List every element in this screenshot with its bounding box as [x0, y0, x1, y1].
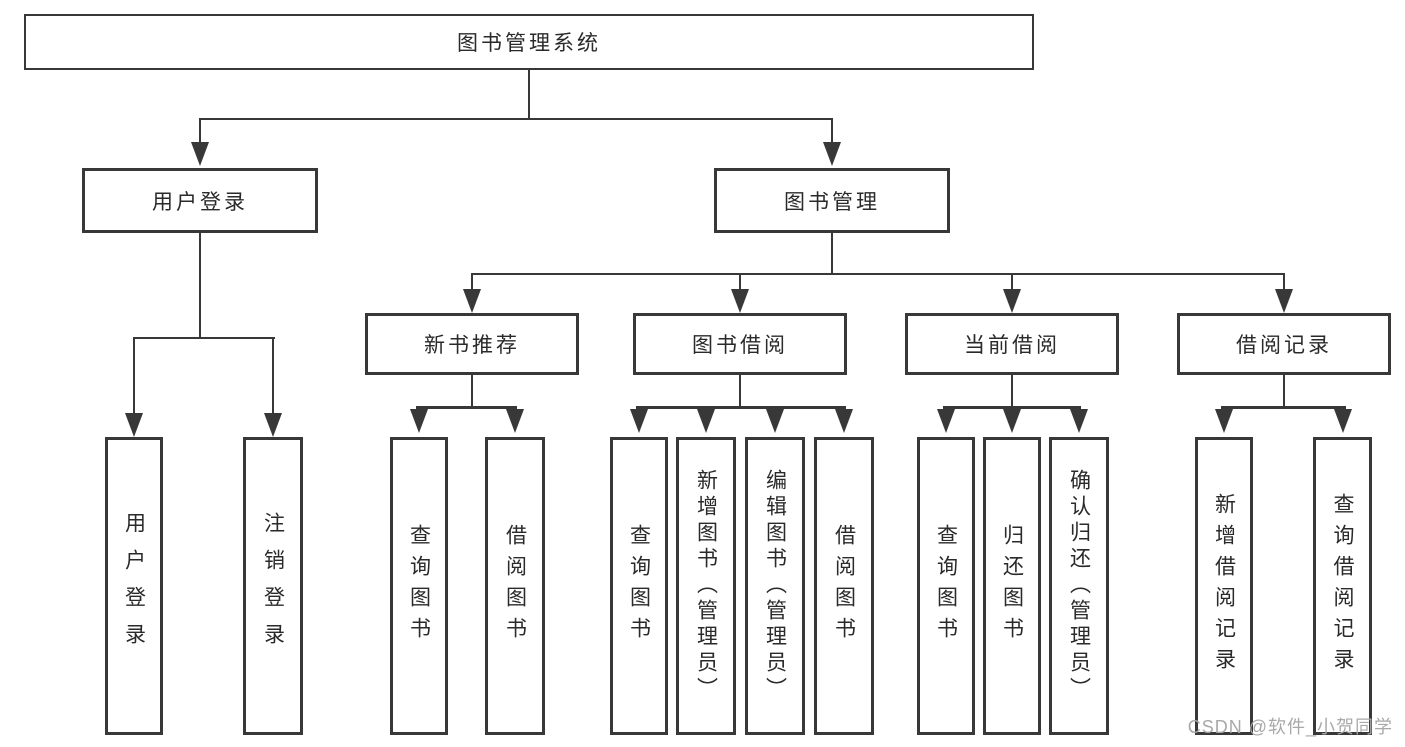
connector-records-stem [1283, 375, 1285, 407]
arrow-down-icon [630, 409, 648, 433]
arrow-down-icon [766, 409, 784, 433]
connector-login-bar [133, 337, 275, 339]
connector-stem-login-leaf [133, 337, 135, 413]
node-borrow-records: 借阅记录 [1177, 313, 1391, 375]
connector-root-stem [528, 70, 530, 118]
node-return-books: 归还图书 [983, 437, 1041, 735]
node-book-management: 图书管理 [714, 168, 950, 233]
node-new-book-recommend: 新书推荐 [365, 313, 579, 375]
arrow-down-icon [463, 289, 481, 313]
connector-bookborrow-stem [739, 375, 741, 407]
arrow-down-icon [1215, 409, 1233, 433]
node-confirm-return-admin: 确认归还（管理员） [1049, 437, 1109, 735]
arrow-down-icon [823, 142, 841, 166]
arrow-down-icon [1003, 409, 1021, 433]
connector-bookmgmt-stem [831, 233, 833, 273]
connector-stem-currentborrow [1011, 273, 1013, 289]
arrow-down-icon [506, 409, 524, 433]
node-borrow-books-leaf: 借阅图书 [814, 437, 874, 735]
node-current-borrow: 当前借阅 [905, 313, 1119, 375]
node-query-borrow-record: 查询借阅记录 [1313, 437, 1372, 735]
node-query-books-newbook: 查询图书 [390, 437, 448, 735]
node-add-borrow-record: 新增借阅记录 [1195, 437, 1253, 735]
arrow-down-icon [191, 142, 209, 166]
watermark-text: CSDN @软件_小贺同学 [1187, 717, 1393, 737]
connector-bookmgmt-bar [471, 273, 1285, 275]
arrow-down-icon [1003, 289, 1021, 313]
arrow-down-icon [125, 413, 143, 437]
connector-newbook-bar [416, 406, 517, 409]
connector-root-bar [199, 118, 833, 120]
connector-currentborrow-stem [1011, 375, 1013, 407]
node-logout: 注销登录 [243, 437, 303, 735]
connector-stem-user-login [199, 118, 201, 142]
node-user-login-leaf: 用户登录 [105, 437, 163, 735]
arrow-down-icon [1275, 289, 1293, 313]
connector-stem-bookborrow [739, 273, 741, 289]
connector-currentborrow-bar [943, 406, 1081, 409]
arrow-down-icon [835, 409, 853, 433]
node-user-login: 用户登录 [82, 168, 318, 233]
node-query-books-current: 查询图书 [917, 437, 975, 735]
node-book-borrow: 图书借阅 [633, 313, 847, 375]
connector-newbook-stem [471, 375, 473, 407]
arrow-down-icon [731, 289, 749, 313]
arrow-down-icon [697, 409, 715, 433]
arrow-down-icon [937, 409, 955, 433]
arrow-down-icon [1334, 409, 1352, 433]
connector-stem-book-management [831, 118, 833, 142]
connector-stem-records [1283, 273, 1285, 289]
arrow-down-icon [410, 409, 428, 433]
node-add-book-admin: 新增图书（管理员） [676, 437, 736, 735]
connector-stem-newbook [471, 273, 473, 289]
arrow-down-icon [1070, 409, 1088, 433]
node-query-books-borrow: 查询图书 [610, 437, 668, 735]
node-edit-book-admin: 编辑图书（管理员） [745, 437, 805, 735]
connector-records-bar [1221, 406, 1346, 409]
arrow-down-icon [264, 413, 282, 437]
connector-login-stem [199, 233, 201, 337]
node-borrow-books-newbook: 借阅图书 [485, 437, 545, 735]
connector-stem-logout [272, 337, 274, 413]
connector-bookborrow-bar [636, 406, 846, 409]
node-library-management-system: 图书管理系统 [24, 14, 1034, 70]
